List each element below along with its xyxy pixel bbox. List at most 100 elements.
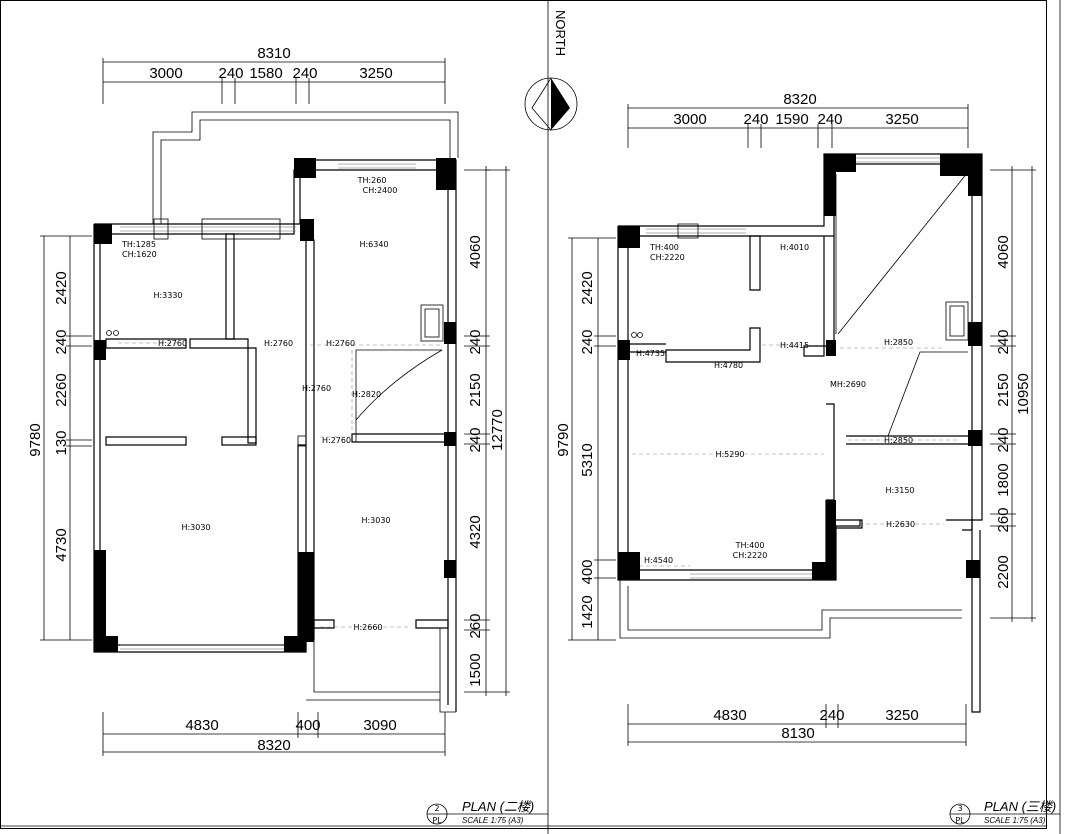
label: H:4415: [780, 341, 809, 350]
right-dim-right-seg: 2150: [995, 373, 1012, 406]
left-title-scale: SCALE 1:75 (A3): [462, 816, 524, 825]
left-dim-bottom-seg: 3090: [363, 717, 396, 734]
label: H:5290: [715, 450, 744, 459]
label: H:2760: [158, 339, 187, 348]
right-room-labels: TH:400 CH:2220 H:4010 H:4735 H:4780 H:44…: [636, 243, 915, 565]
left-room-labels: TH:260 CH:2400 TH:1285 CH:1620 H:6340 H:…: [121, 176, 397, 632]
right-dims-top: 8320 3000 240 1590 240 3250: [627, 91, 969, 148]
left-title-name: PLAN (二楼): [462, 799, 534, 814]
right-title-tag: PL: [955, 816, 965, 825]
left-dim-top-seg: 240: [292, 65, 317, 82]
label: H:2760: [302, 384, 331, 393]
left-dim-right-total: 12770: [489, 409, 506, 451]
right-dim-right-seg: 1800: [995, 463, 1012, 496]
right-title-number: 3: [957, 804, 962, 813]
left-dim-right-seg: 260: [467, 613, 484, 638]
right-dim-bottom-seg: 240: [819, 707, 844, 724]
right-dim-top-seg: 240: [743, 111, 768, 128]
left-dim-bottom-total: 8320: [257, 737, 290, 754]
left-dim-bottom-seg: 4830: [185, 717, 218, 734]
label: TH:400: [649, 243, 679, 252]
left-dim-left-total: 9780: [27, 423, 44, 456]
label: CH:2220: [650, 253, 685, 262]
label: H:2760: [326, 339, 355, 348]
right-dims-right: 4060 240 2150 240 1800 260 2200 10950: [990, 166, 1036, 622]
right-dim-bottom-seg: 4830: [713, 707, 746, 724]
label: H:4010: [780, 243, 809, 252]
label: TH:1285: [121, 240, 156, 249]
label: H:3150: [885, 486, 914, 495]
left-title-number: 2: [434, 804, 439, 813]
left-dim-right-seg: 4320: [467, 515, 484, 548]
north-label: NORTH: [553, 10, 568, 56]
label: CH:2220: [733, 551, 768, 560]
label: H:2760: [322, 436, 351, 445]
right-dim-bottom-total: 8130: [781, 725, 814, 742]
right-dim-top-seg: 1590: [775, 111, 808, 128]
label: H:4540: [644, 556, 673, 565]
right-dim-top-total: 8320: [783, 91, 816, 108]
left-title-tag: PL: [432, 816, 442, 825]
label: CH:2400: [363, 186, 398, 195]
right-dim-right-seg: 260: [995, 507, 1012, 532]
right-title-scale: SCALE 1:75 (A3): [984, 816, 1046, 825]
left-title-block: 2 PL PLAN (二楼) SCALE 1:75 (A3): [426, 799, 548, 825]
label: TH:260: [357, 176, 387, 185]
right-dim-right-seg: 240: [995, 329, 1012, 354]
left-dim-right-seg: 4060: [467, 235, 484, 268]
right-dim-right-seg: 4060: [995, 235, 1012, 268]
left-dim-top-seg: 3000: [149, 65, 182, 82]
label: H:3330: [153, 291, 182, 300]
left-dims-right: 4060 240 2150 240 4320 260 1500 12770: [464, 166, 510, 696]
right-dim-bottom-seg: 3250: [885, 707, 918, 724]
left-dims-top: 8310 3000 240 1580 240 3250: [102, 45, 446, 104]
right-dim-top-seg: 3000: [673, 111, 706, 128]
label: H:2820: [352, 390, 381, 399]
left-dim-right-seg: 240: [467, 329, 484, 354]
right-dim-right-seg: 240: [995, 427, 1012, 452]
right-dim-top-seg: 3250: [885, 111, 918, 128]
right-title-name: PLAN (三楼): [984, 799, 1056, 814]
left-dims-bottom: 4830 400 3090 8320: [102, 712, 446, 756]
left-dim-top-seg: 3250: [359, 65, 392, 82]
label: H:2630: [886, 520, 915, 529]
sheet-border: [0, 0, 1047, 829]
left-dim-left-seg: 2420: [53, 271, 70, 304]
left-dim-top-seg: 1580: [249, 65, 282, 82]
left-dim-right-seg: 2150: [467, 373, 484, 406]
label: H:4735: [636, 349, 665, 358]
label: TH:400: [735, 541, 765, 550]
right-dim-left-seg: 5310: [579, 443, 596, 476]
left-dim-left-seg: 4730: [53, 528, 70, 561]
left-dim-top-total: 8310: [257, 45, 290, 62]
north-arrow: NORTH: [524, 10, 578, 131]
label: H:2660: [353, 623, 382, 632]
right-dim-left-seg: 2420: [579, 271, 596, 304]
right-dim-left-seg: 400: [579, 559, 596, 584]
left-dim-left-seg: 130: [53, 430, 70, 455]
label: H:3030: [181, 523, 210, 532]
plan-third-floor: 8320 3000 240 1590 240 3250: [555, 91, 1060, 825]
left-dim-left-seg: 240: [53, 329, 70, 354]
left-dims-left: 9780 2420 240 2260 130 4730: [27, 235, 92, 641]
label: H:4780: [714, 361, 743, 370]
left-dim-top-seg: 240: [218, 65, 243, 82]
label: H:3030: [361, 516, 390, 525]
left-dim-right-seg: 240: [467, 427, 484, 452]
label: MH:2690: [830, 380, 866, 389]
right-dim-top-seg: 240: [817, 111, 842, 128]
label: H:2850: [884, 338, 913, 347]
right-columns: [618, 154, 982, 580]
left-balcony-top: [152, 111, 459, 224]
right-dim-left-seg: 240: [579, 329, 596, 354]
label: CH:1620: [122, 250, 157, 259]
left-dim-right-seg: 1500: [467, 653, 484, 686]
label: H:2760: [264, 339, 293, 348]
label: H:2850: [884, 436, 913, 445]
right-dim-right-total: 10950: [1015, 373, 1032, 415]
right-walls: [617, 153, 983, 713]
plan-second-floor: 8310 3000 240 1580 240 3250: [27, 45, 548, 825]
right-dim-right-seg: 2200: [995, 555, 1012, 588]
left-columns: [94, 158, 456, 652]
